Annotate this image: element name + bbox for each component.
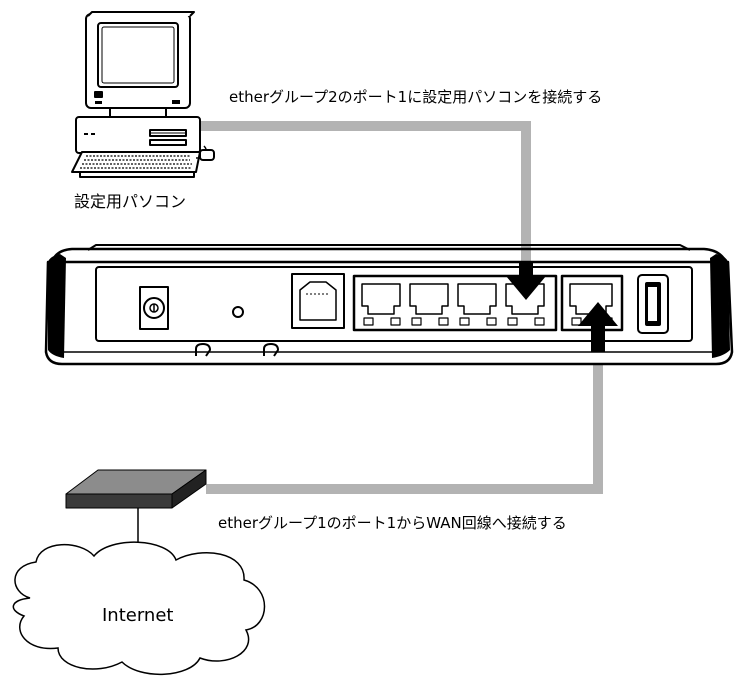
- lan-cable: [200, 121, 531, 262]
- power-jack: [139, 286, 169, 330]
- router-back-panel: [44, 244, 734, 366]
- wan-cable: [206, 350, 603, 494]
- cloud-icon: [12, 541, 266, 675]
- reset-hole: [232, 306, 244, 318]
- wan-instruction-text: etherグループ1のポート1からWAN回線へ接続する: [218, 514, 567, 532]
- lan-instruction-text: etherグループ2のポート1に設定用パソコンを接続する: [229, 88, 602, 106]
- internet-label: Internet: [102, 605, 173, 626]
- wan-arrow: [578, 302, 618, 352]
- modem-icon: [65, 469, 207, 509]
- lan-arrow: [506, 262, 546, 300]
- console-port: [291, 273, 345, 329]
- pc-caption: 設定用パソコン: [74, 192, 186, 211]
- desktop-computer-icon: [71, 11, 215, 178]
- power-switch: [637, 274, 669, 334]
